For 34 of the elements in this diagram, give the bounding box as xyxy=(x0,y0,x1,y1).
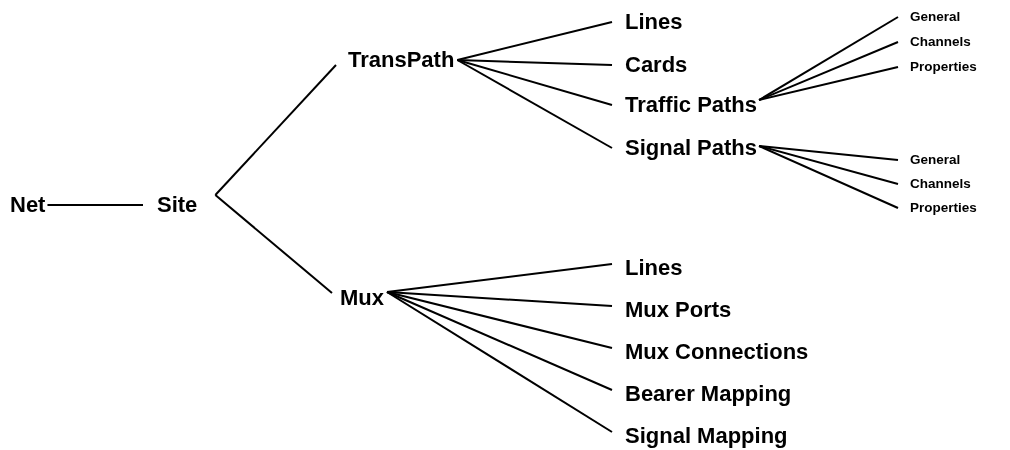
tree-node-label: Traffic Paths xyxy=(612,92,760,118)
tree-node-label: TransPath xyxy=(336,47,458,73)
connector-line xyxy=(758,145,899,185)
tree-node-label: Signal Paths xyxy=(612,135,760,161)
tree-node-label: Net xyxy=(10,192,48,218)
tree-node-label: Lines xyxy=(612,255,683,281)
tree-node-label: Cards xyxy=(612,52,688,78)
connector-line xyxy=(214,64,337,196)
tree-node-label: Channels xyxy=(898,176,971,192)
tree-node-label: General xyxy=(898,152,961,168)
connector-line xyxy=(758,145,899,161)
tree-node-label: General xyxy=(898,9,961,25)
tree-node-label: Properties xyxy=(898,200,977,216)
connector-line xyxy=(46,204,144,206)
connector-line xyxy=(456,59,613,66)
tree-node-label: Channels xyxy=(898,34,971,50)
tree-node-label: Properties xyxy=(898,59,977,75)
tree-node-label: Site xyxy=(143,192,216,218)
connector-line xyxy=(758,66,899,101)
connector-line xyxy=(456,21,613,61)
tree-node-label: Bearer Mapping xyxy=(612,381,792,407)
connector-line xyxy=(758,145,899,209)
tree-node-label: Mux Ports xyxy=(612,297,732,323)
connector-line xyxy=(386,291,613,433)
tree-node-label: Signal Mapping xyxy=(612,423,788,449)
connector-line xyxy=(758,41,899,101)
connector-line xyxy=(386,291,613,349)
tree-node-label: Lines xyxy=(612,9,683,35)
connector-line xyxy=(214,194,333,294)
connector-line xyxy=(758,16,899,101)
connector-line xyxy=(456,59,613,149)
tree-node-label: Mux xyxy=(332,285,387,311)
connector-line xyxy=(386,291,613,307)
tree-node-label: Mux Connections xyxy=(612,339,809,365)
